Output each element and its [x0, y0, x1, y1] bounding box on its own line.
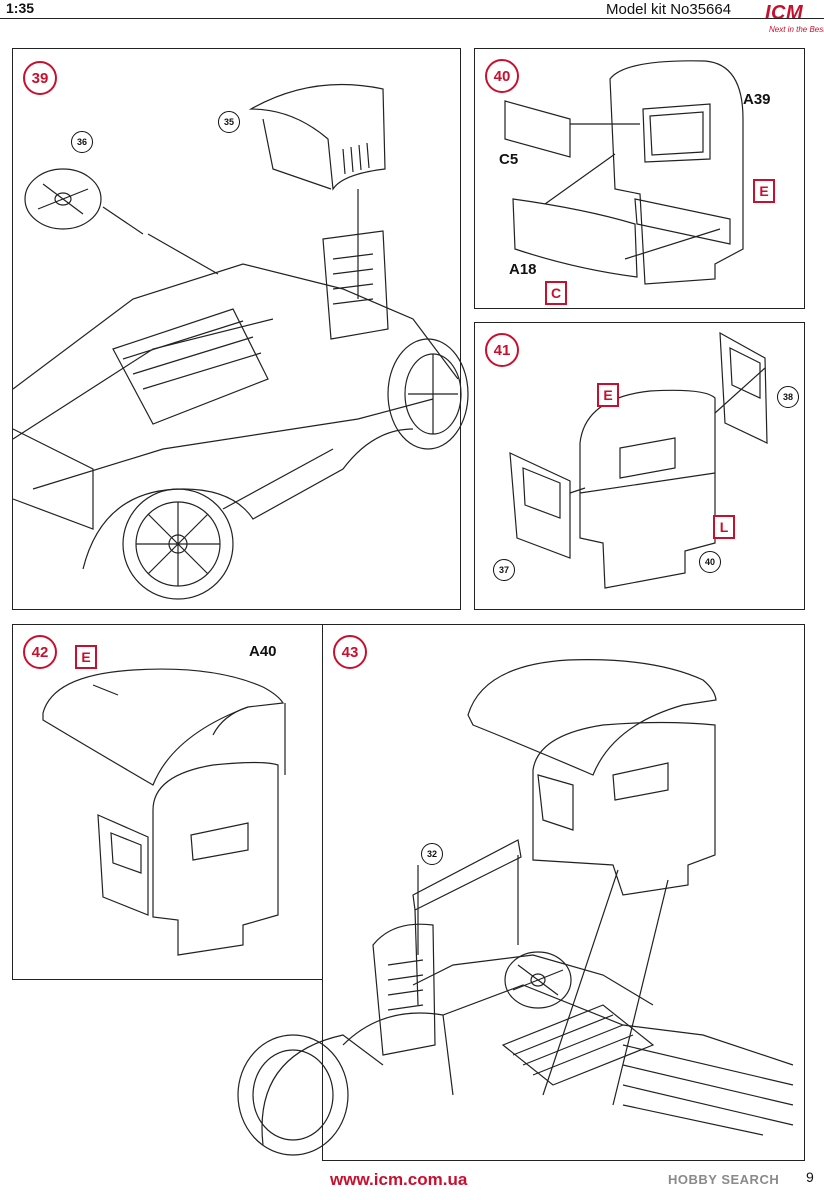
part-ref-36: 36	[71, 131, 93, 153]
paint-code-c: C	[545, 281, 567, 305]
logo-brand: ICM	[765, 2, 804, 24]
header-rule	[0, 18, 824, 19]
step-42-panel: 42 A40 E	[12, 624, 324, 980]
step-number-badge: 39	[23, 61, 57, 95]
logo-tagline: Next in the Best	[769, 25, 824, 34]
part-label-c5: C5	[499, 151, 519, 168]
step-number-badge: 43	[333, 635, 367, 669]
part-ref-35: 35	[218, 111, 240, 133]
paint-code-e: E	[753, 179, 775, 203]
part-ref-32: 32	[421, 843, 443, 865]
website-url[interactable]: www.icm.com.ua	[330, 1170, 468, 1189]
page-number: 9	[806, 1169, 814, 1185]
step-40-drawing	[475, 49, 804, 308]
step-number-badge: 40	[485, 59, 519, 93]
paint-code-e: E	[75, 645, 97, 669]
part-label-a39: A39	[743, 91, 771, 108]
part-ref-37: 37	[493, 559, 515, 581]
step-43-panel: 43 32	[322, 624, 805, 1161]
step-41-panel: 41 38 37 40 E L	[474, 322, 805, 610]
part-ref-40: 40	[699, 551, 721, 573]
step-42-drawing	[13, 625, 323, 979]
paint-code-e: E	[597, 383, 619, 407]
step-number-badge: 42	[23, 635, 57, 669]
model-kit-number: Model kit No35664	[606, 1, 732, 18]
step-39-drawing	[13, 49, 460, 609]
watermark: HOBBY SEARCH	[668, 1172, 780, 1187]
part-label-a40: A40	[249, 643, 277, 660]
step-number-badge: 41	[485, 333, 519, 367]
step-40-panel: 40 A39 C5 A18 E C	[474, 48, 805, 309]
part-label-a18: A18	[509, 261, 537, 278]
step-41-drawing	[475, 323, 804, 609]
icm-logo: ICM Next in the Best	[755, 0, 824, 44]
step-43-drawing	[323, 625, 804, 1160]
part-ref-38: 38	[777, 386, 799, 408]
scale-label: 1:35	[6, 0, 35, 16]
paint-code-l: L	[713, 515, 735, 539]
step-39-panel: 39 35 36	[12, 48, 461, 610]
